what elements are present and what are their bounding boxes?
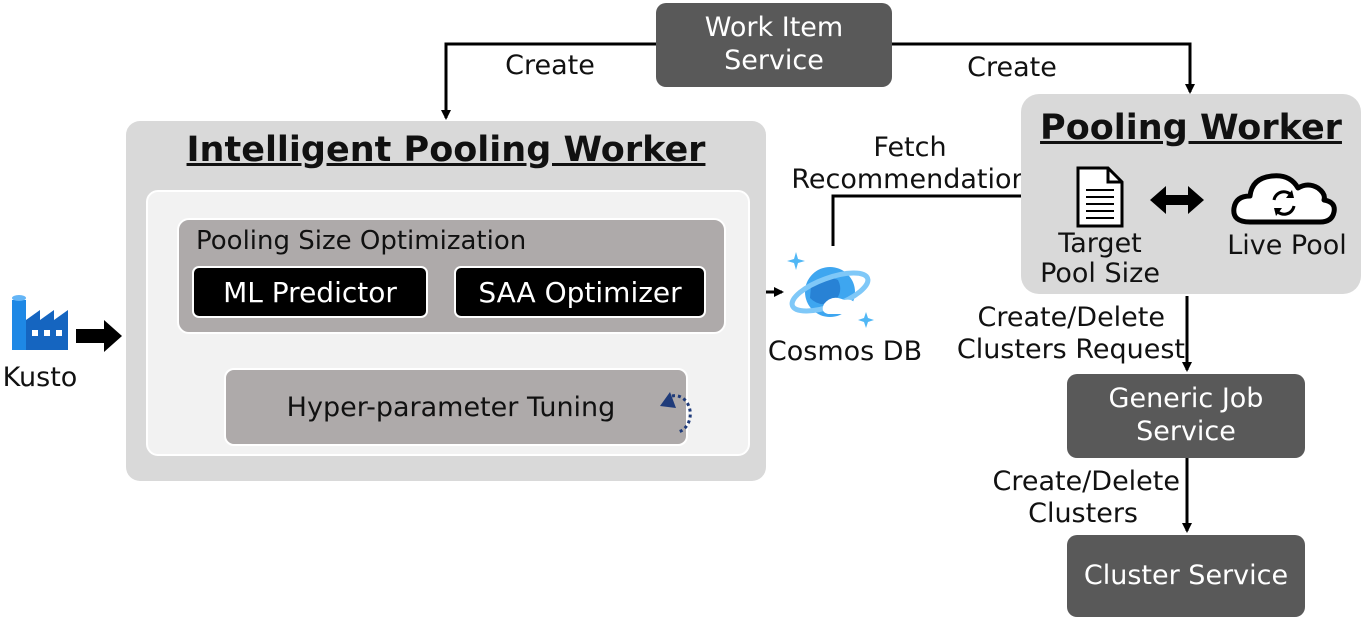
generic-job-service-box[interactable]: Generic Job Service [1067, 374, 1305, 458]
kusto-arrow-icon [76, 320, 122, 352]
edge-label-create-delete-line2: Clusters [1028, 498, 1138, 529]
saa-optimizer-box[interactable]: SAA Optimizer [454, 266, 706, 318]
edge-label-create-delete-request-line1: Create/Delete [977, 302, 1165, 333]
work-item-service-box[interactable]: Work Item Service [656, 3, 892, 87]
ml-predictor-box[interactable]: ML Predictor [192, 266, 428, 318]
cycle-arrow-icon [660, 392, 692, 434]
edge-create-left [441, 42, 656, 120]
cloud-sync-icon [1231, 173, 1337, 225]
edge-label-create-delete-request-line2: Clusters Request [956, 334, 1185, 365]
cosmos-db-label: Cosmos DB [767, 336, 923, 367]
cosmos-db-icon [787, 252, 874, 328]
target-pool-size-line2: Pool Size [1040, 258, 1160, 289]
edge-label-create-delete-line1: Create/Delete [992, 466, 1180, 497]
document-icon [1076, 166, 1124, 228]
live-pool-label: Live Pool [1227, 230, 1347, 261]
edge-label-create-right: Create [967, 52, 1057, 83]
cluster-service-box[interactable]: Cluster Service [1067, 535, 1305, 617]
kusto-label: Kusto [2, 362, 78, 393]
generic-job-service-line1: Generic Job [1108, 383, 1264, 415]
pooling-size-optimization-label: Pooling Size Optimization [196, 226, 527, 256]
work-item-service-line2: Service [724, 45, 824, 76]
intelligent-pooling-worker-title: Intelligent Pooling Worker [186, 130, 706, 170]
edge-label-create-left: Create [505, 50, 595, 81]
edge-fetch-recommendation [831, 191, 1066, 246]
factory-icon [12, 295, 68, 350]
edge-create-right [892, 42, 1195, 94]
edge-label-fetch-line2: Recommendation [791, 164, 1029, 195]
pooling-worker-title: Pooling Worker [1040, 108, 1342, 148]
work-item-service-line1: Work Item [704, 12, 844, 44]
hyper-parameter-tuning-box[interactable] [224, 368, 688, 446]
target-pool-size-line1: Target [1058, 228, 1142, 259]
generic-job-service-line2: Service [1136, 416, 1236, 447]
edge-label-fetch-line1: Fetch [873, 132, 947, 163]
hyper-parameter-tuning-label: Hyper-parameter Tuning [286, 392, 616, 423]
double-arrow-icon [1150, 186, 1204, 214]
